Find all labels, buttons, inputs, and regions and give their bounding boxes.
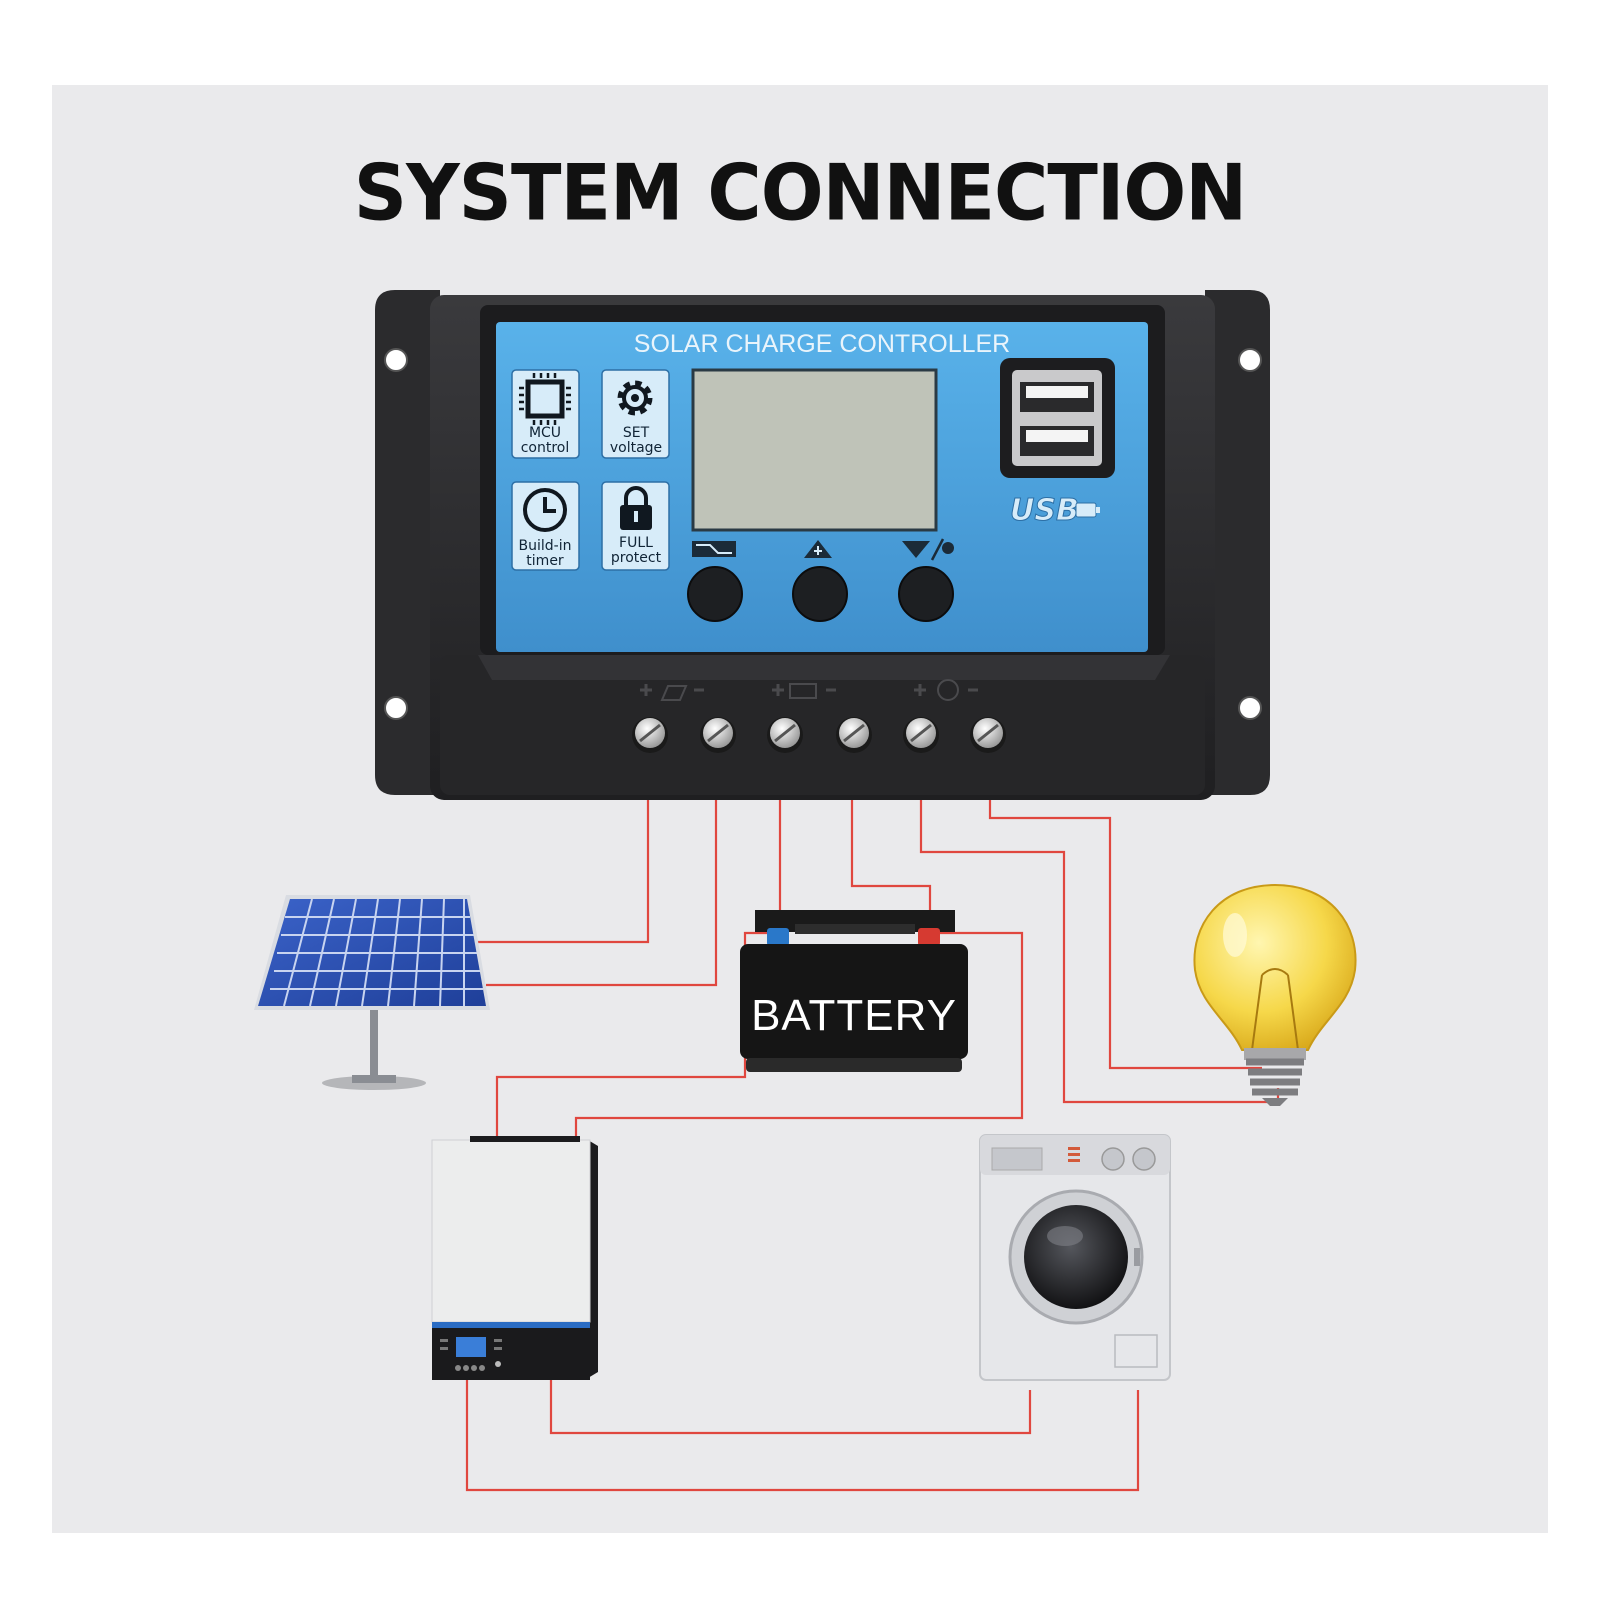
solar-terminal-symbol [640,684,704,701]
inverter-control-panel [432,1328,590,1380]
solar-panel-post [370,1000,378,1078]
feature-label-line1: FULL [619,535,653,551]
usb-logo-text: USB [1010,493,1079,528]
solar-panel-grid [270,898,483,1007]
down-light-button[interactable] [898,566,954,622]
feature-label-line2: timer [526,553,564,569]
bulb-filament [1251,968,1299,1051]
menu-icon [692,541,736,557]
inverter-stripe [432,1322,590,1328]
washer-knob [1101,1147,1125,1171]
wire-inverter-washer-2 [465,1380,1140,1492]
terminal-screws [632,717,1006,753]
gear-icon [617,380,653,416]
clock-icon [523,488,567,532]
feature-label-line2: protect [611,550,662,566]
washer-drum [1024,1205,1128,1309]
terminal-block [440,655,1205,795]
mount-hole [384,348,408,372]
feature-label-line1: Build-in [519,538,572,554]
inverter [431,1136,598,1380]
controller-label: SOLAR CHARGE CONTROLLER [634,330,1010,358]
up-button[interactable] [792,566,848,622]
feature-tile-mcu: MCU control [511,369,580,459]
lock-icon [620,486,652,530]
mount-hole [1238,348,1262,372]
chip-icon [519,373,571,425]
lcd-display [691,368,938,532]
feature-label-line2: control [521,440,570,456]
up-arrow-icon [804,540,832,558]
inverter-display [456,1337,486,1357]
solar-panel [254,895,490,1090]
terminal-screw-3[interactable] [767,717,803,753]
mount-hole [1238,696,1262,720]
down-light-icon [902,538,954,561]
menu-button[interactable] [687,566,743,622]
feature-label-line1: MCU [529,425,561,441]
battery-negative-terminal [767,928,789,946]
light-bulb [1193,883,1357,1106]
terminal-screw-4[interactable] [836,717,872,753]
wire-solar-negative [486,752,718,987]
left-mount-flange [375,290,440,795]
feature-label-line1: SET [623,425,650,441]
wire-solar-positive [478,752,650,944]
terminal-screw-2[interactable] [700,717,736,753]
solar-charge-controller: SOLAR CHARGE CONTROLLER MCU control SET … [375,290,1270,800]
bulb-base [1244,1048,1306,1060]
feature-tile-set-voltage: SET voltage [601,369,670,459]
feature-tile-protect: FULL protect [601,481,670,571]
terminal-screw-6[interactable] [970,717,1006,753]
wire-inverter-washer-1 [549,1380,1032,1435]
terminal-screw-5[interactable] [903,717,939,753]
terminal-symbols [640,679,978,701]
washer-filter-door [1114,1334,1158,1368]
wire-battery-inverter-1 [495,931,779,1145]
washing-machine [979,1134,1171,1381]
inverter-front [432,1140,590,1322]
usb-ports [1000,358,1115,478]
wire-battery-negative [850,752,932,925]
feature-label-line2: voltage [610,440,662,456]
right-mount-flange [1205,290,1270,795]
battery-body [740,944,968,1059]
battery-positive-terminal [918,928,940,946]
mount-hole [384,696,408,720]
battery-small-icon [1075,502,1100,518]
load-terminal-symbol [914,679,978,701]
wire-battery-inverter-2 [574,931,1024,1145]
feature-tile-timer: Build-in timer [511,481,580,571]
battery: BATTERY [740,910,968,1072]
terminal-screw-1[interactable] [632,717,668,753]
washer-knob [1132,1147,1156,1171]
battery-terminal-symbol [772,683,836,699]
battery-label: BATTERY [751,991,957,1040]
page-title: SYSTEM CONNECTION [353,147,1247,239]
